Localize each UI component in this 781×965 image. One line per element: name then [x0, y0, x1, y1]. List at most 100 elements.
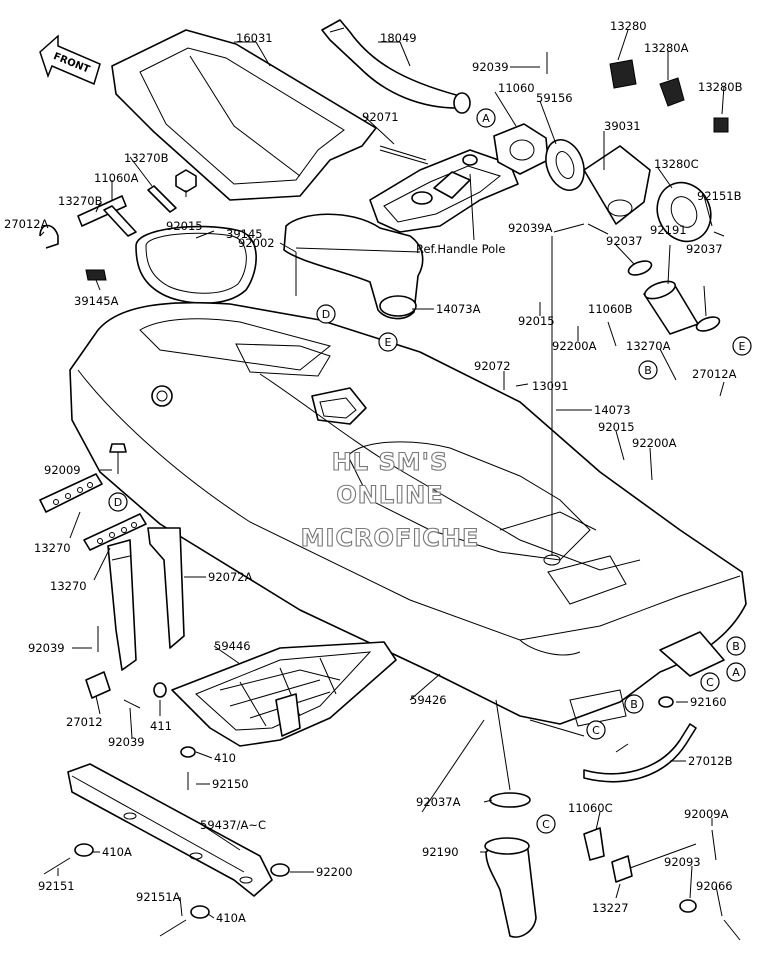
front-arrow-icon: FRONT — [39, 34, 101, 86]
svg-text:E: E — [739, 340, 746, 353]
svg-text:B: B — [644, 364, 652, 377]
callout-b3: B — [624, 694, 644, 714]
callout-c1: C — [700, 672, 720, 692]
hose-92190 — [484, 792, 741, 941]
part-label: 13280A — [644, 41, 689, 55]
part-label: 92072 — [474, 359, 511, 373]
part-label: 410A — [102, 845, 132, 859]
pump-parts-top-right — [493, 52, 729, 335]
part-label: 14073A — [436, 302, 481, 316]
part-label: 13280 — [610, 19, 647, 33]
callout-c2: C — [586, 720, 606, 740]
part-label: 13270 — [34, 541, 71, 555]
svg-text:C: C — [542, 818, 550, 831]
part-label: 92151A — [136, 890, 181, 904]
part-label: 13280C — [654, 157, 699, 171]
part-label: 92002 — [238, 236, 275, 250]
storage-tray — [111, 29, 377, 201]
part-label: 18049 — [380, 31, 417, 45]
callout-a1: A — [476, 108, 496, 128]
part-label: 92037 — [686, 242, 723, 256]
part-label: 27012A — [692, 367, 737, 381]
part-label: 92150 — [212, 777, 249, 791]
part-label: 92072A — [208, 570, 253, 584]
part-label: 59156 — [536, 91, 573, 105]
callout-d2: D — [108, 492, 128, 512]
callout-c3: C — [536, 814, 556, 834]
callout-e2: E — [732, 336, 752, 356]
part-label: 11060C — [568, 801, 613, 815]
part-label: 13280B — [698, 80, 743, 94]
callout-d1: D — [316, 304, 336, 324]
part-label: 92151 — [38, 879, 75, 893]
part-label: 11060 — [498, 81, 535, 95]
part-label: 92039 — [472, 60, 509, 74]
svg-text:E: E — [385, 336, 392, 349]
part-label: 14073 — [594, 403, 631, 417]
part-label: 411 — [150, 719, 172, 733]
part-label: 27012A — [4, 217, 49, 231]
callout-b1: B — [638, 360, 658, 380]
part-label: 92009 — [44, 463, 81, 477]
part-label: 92039 — [108, 735, 145, 749]
part-labels: Ref.Handle Pole 16031 18049 92039 13280 … — [4, 19, 743, 925]
part-label: 92037 — [606, 234, 643, 248]
part-label: 92066 — [696, 879, 733, 893]
tube-27012B — [583, 696, 697, 783]
part-label: 13270B — [124, 151, 169, 165]
part-label: 13227 — [592, 901, 629, 915]
leader-lines — [39, 29, 725, 919]
part-label: 11060A — [94, 171, 139, 185]
watermark-line1: HL SM'S — [332, 448, 449, 476]
watermark-line3: MICROFICHE — [301, 524, 480, 552]
part-label: 59446 — [214, 639, 251, 653]
callout-a2: A — [726, 662, 746, 682]
part-label: 27012 — [66, 715, 103, 729]
ref-note: Ref.Handle Pole — [416, 242, 505, 256]
hull-59426 — [69, 301, 747, 727]
skid-plate-59437 — [43, 763, 290, 937]
svg-text:C: C — [706, 676, 714, 689]
part-label: 59426 — [410, 693, 447, 707]
callout-e1: E — [378, 332, 398, 352]
part-label: 92191 — [650, 223, 687, 237]
svg-text:B: B — [732, 640, 740, 653]
svg-text:A: A — [482, 112, 490, 125]
part-label: 92037A — [416, 795, 461, 809]
part-label: 39145 — [226, 227, 263, 241]
part-label: 92093 — [664, 855, 701, 869]
part-label: 11060B — [588, 302, 633, 316]
plates-and-strap — [39, 443, 185, 709]
part-label: 13091 — [532, 379, 569, 393]
part-label: 39145A — [74, 294, 119, 308]
svg-text:D: D — [322, 308, 330, 321]
part-label: 16031 — [236, 31, 273, 45]
part-label: 92015 — [166, 219, 203, 233]
part-label: 410 — [214, 751, 236, 765]
svg-text:A: A — [732, 666, 740, 679]
intake-grate-59446 — [171, 641, 397, 790]
duct-14073A — [283, 213, 424, 320]
part-label: 13270 — [50, 579, 87, 593]
part-label: 39031 — [604, 119, 641, 133]
part-label: 92160 — [690, 695, 727, 709]
part-label: 92039A — [508, 221, 553, 235]
seal-39145 — [39, 169, 257, 305]
handle-pole-bracket — [369, 145, 519, 233]
hose-18049 — [321, 19, 471, 114]
part-label: 92015 — [518, 314, 555, 328]
svg-text:B: B — [630, 698, 638, 711]
part-label: 92151B — [697, 189, 742, 203]
svg-text:C: C — [592, 724, 600, 737]
part-label: 92200 — [316, 865, 353, 879]
part-label: 27012B — [688, 754, 733, 768]
part-label: 13270B — [58, 194, 103, 208]
callout-b2: B — [726, 636, 746, 656]
part-label: 410A — [216, 911, 246, 925]
part-label: 13270A — [626, 339, 671, 353]
part-label: 92200A — [632, 436, 677, 450]
part-label: 92190 — [422, 845, 459, 859]
part-label: 92009A — [684, 807, 729, 821]
part-label: 59437/A~C — [200, 818, 266, 832]
